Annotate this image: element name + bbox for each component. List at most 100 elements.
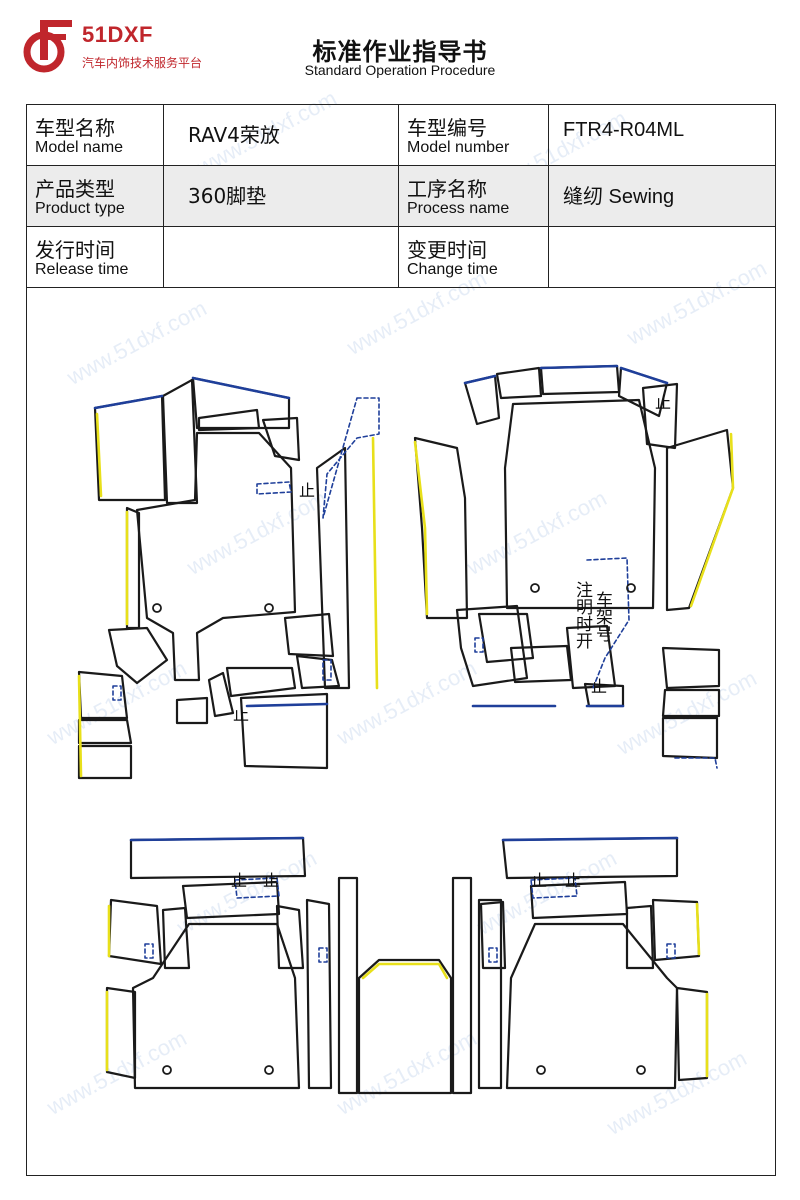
mat-piece: [661, 646, 721, 690]
mat-piece: [77, 718, 133, 745]
dashed-marker: [674, 757, 718, 769]
page-subtitle: Standard Operation Procedure: [304, 62, 496, 78]
mat-piece: [239, 692, 329, 770]
page-title: 标准作业指导书: [312, 38, 488, 66]
stop-mark: 止: [531, 871, 547, 890]
mat-piece: [501, 836, 679, 880]
stop-mark: 止: [233, 705, 249, 724]
mat-piece: [337, 876, 359, 1095]
edge-trim: [689, 432, 735, 608]
dashed-marker: [144, 943, 154, 959]
label-zh: 车型名称: [35, 116, 115, 140]
value-cell: 缝纫 Sewing: [548, 165, 776, 227]
label-cell: 变更时间 Change time: [398, 226, 549, 288]
mount-hole: [626, 583, 636, 593]
edge-trim: [695, 902, 701, 956]
mat-piece: [107, 626, 169, 685]
edge-trim: [95, 412, 103, 498]
stop-mark: 止: [299, 481, 315, 500]
model-number-value: FTR4-R04ML: [563, 119, 685, 141]
dashed-marker: [666, 943, 676, 959]
dashed-marker: [474, 637, 484, 653]
value-cell: FTR4-R04ML: [548, 104, 776, 166]
label-en: Model name: [35, 139, 124, 156]
dashed-marker: [488, 947, 498, 963]
info-row: 车型名称 Model name RAV4荣放 车型编号 Model number…: [26, 104, 776, 166]
label-en: Change time: [407, 261, 498, 278]
mat-piece: [283, 612, 335, 658]
value-cell: [548, 226, 776, 288]
edge-trim: [501, 836, 679, 842]
mat-piece: [661, 688, 721, 718]
mat-piece: [315, 446, 351, 690]
mat-piece: [357, 958, 453, 1095]
edge-trim: [129, 836, 305, 842]
mat-piece: [191, 376, 291, 430]
mount-hole: [264, 603, 274, 613]
mat-piece: [463, 374, 501, 426]
brand-logo: 51DXF 汽车内饰技术服务平台: [20, 18, 240, 78]
mat-piece: [477, 612, 535, 664]
mat-piece: [675, 986, 709, 1082]
stop-mark: 止: [591, 677, 607, 696]
mat-piece: [661, 716, 719, 760]
mat-piece: [93, 394, 167, 502]
mat-piece: [651, 898, 701, 962]
label-en: Product type: [35, 200, 125, 217]
stop-mark: 止: [263, 871, 279, 890]
dashed-marker: [530, 877, 578, 899]
pattern-drawing: 止 止 止 止 止 止 止 止 注明时开 车架号: [26, 288, 776, 1176]
edge-trim: [539, 364, 619, 370]
process-name-value: 缝纫 Sewing: [563, 186, 675, 208]
mat-piece: [503, 398, 657, 610]
mount-hole: [162, 1065, 172, 1075]
label-cell: 发行时间 Release time: [26, 226, 164, 288]
mat-piece: [197, 408, 261, 432]
stop-mark: 止: [565, 871, 581, 890]
label-en: Model number: [407, 139, 510, 156]
value-cell: [163, 226, 399, 288]
dashed-marker: [234, 877, 280, 899]
label-cell: 工序名称 Process name: [398, 165, 549, 227]
mat-piece: [495, 366, 543, 400]
mat-piece: [413, 436, 469, 620]
mat-piece: [505, 922, 679, 1090]
label-zh: 变更时间: [407, 238, 487, 262]
info-row: 产品类型 Product type 360脚垫 工序名称 Process nam…: [26, 165, 776, 227]
label-cell: 车型编号 Model number: [398, 104, 549, 166]
mat-piece: [125, 506, 141, 630]
label-en: Process name: [407, 200, 510, 217]
logo-brand: 51DXF: [82, 22, 153, 47]
product-type-value: 360脚垫: [188, 184, 267, 208]
dashed-marker: [112, 685, 122, 701]
mat-piece: [77, 744, 133, 780]
edge-trim: [191, 376, 291, 400]
edge-trim: [93, 394, 164, 410]
mat-piece: [479, 900, 507, 970]
logo-subtitle: 汽车内饰技术服务平台: [82, 56, 203, 70]
edge-trim: [245, 702, 329, 708]
value-cell: 360脚垫: [163, 165, 399, 227]
label-zh: 产品类型: [35, 177, 115, 201]
edge-trim: [413, 440, 429, 616]
mat-piece: [105, 986, 137, 1080]
label-zh: 车型编号: [407, 116, 487, 140]
edge-trim: [619, 366, 669, 385]
mat-piece: [135, 431, 297, 682]
mat-piece: [455, 604, 529, 688]
mount-hole: [536, 1065, 546, 1075]
stop-mark: 止: [655, 393, 671, 412]
dashed-marker: [322, 397, 380, 519]
mount-hole: [636, 1065, 646, 1075]
mat-piece: [625, 904, 655, 970]
mat-piece: [275, 904, 305, 970]
model-name-value: RAV4荣放: [188, 123, 280, 147]
value-cell: RAV4荣放: [163, 104, 399, 166]
mat-piece: [261, 416, 301, 462]
stop-mark: 止: [231, 871, 247, 890]
mat-piece: [77, 670, 129, 720]
dashed-marker: [318, 947, 328, 963]
dashed-marker: [586, 557, 630, 689]
mat-piece: [451, 876, 473, 1095]
vin-note-col1: 注明时开: [572, 581, 593, 649]
